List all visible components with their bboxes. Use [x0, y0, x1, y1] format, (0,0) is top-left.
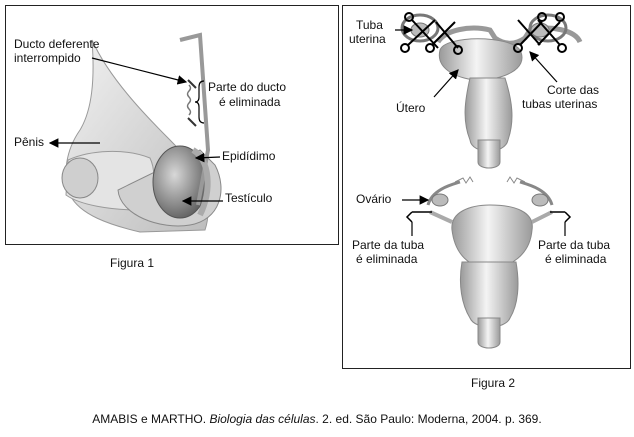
source-citation: AMABIS e MARTHO. Biologia das células. 2…	[0, 412, 634, 426]
label-parte-ducto-line1: Parte do ducto	[208, 80, 287, 94]
label-parte-tuba-left-line1: Parte da tuba	[352, 238, 425, 252]
label-utero: Útero	[396, 101, 426, 115]
label-tuba-line1: Tuba	[356, 18, 383, 32]
figure1-arrows	[48, 57, 223, 206]
figure2-caption: Figura 2	[471, 376, 516, 390]
figure1-caption: Figura 1	[110, 256, 155, 270]
figure2-arrows	[395, 25, 572, 236]
scissors-icon	[400, 12, 567, 55]
label-ducto-deferente-line1: Ducto deferente	[14, 37, 100, 51]
label-epididimo: Epidídimo	[222, 149, 276, 163]
label-testiculo: Testículo	[225, 191, 273, 205]
citation-details: . 2. ed. São Paulo: Moderna, 2004. p. 36…	[315, 412, 542, 426]
label-parte-tuba-right-line2: é eliminada	[545, 252, 607, 266]
male-anatomy-drawing	[61, 32, 222, 233]
label-ovario: Ovário	[356, 192, 392, 206]
female-anatomy-top-drawing	[400, 13, 583, 169]
label-parte-ducto-line2: é eliminada	[219, 95, 281, 109]
female-anatomy-bottom-drawing	[426, 176, 554, 349]
citation-title: Biologia das células	[209, 412, 316, 426]
label-corte-line1: Corte das	[547, 83, 600, 97]
label-ducto-deferente-line2: interrompido	[14, 51, 81, 65]
label-parte-tuba-right-line1: Parte da tuba	[538, 238, 611, 252]
label-parte-tuba-left-line2: é eliminada	[356, 252, 418, 266]
citation-authors: AMABIS e MARTHO.	[92, 412, 210, 426]
label-tuba-line2: uterina	[349, 32, 386, 46]
label-corte-line2: tubas uterinas	[522, 97, 598, 111]
label-penis: Pênis	[14, 135, 45, 149]
